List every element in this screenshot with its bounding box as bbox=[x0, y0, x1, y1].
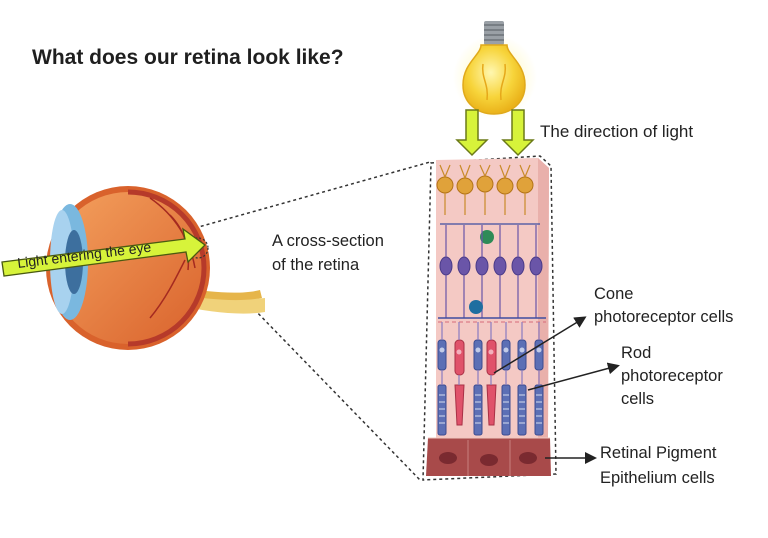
rpe-line-1: Retinal Pigment bbox=[600, 444, 717, 462]
rpe-label: Retinal Pigment Epithelium cells bbox=[600, 441, 765, 491]
cross-section-line-1: A cross-section bbox=[272, 232, 384, 250]
cone-line-2: photoreceptor cells bbox=[594, 308, 734, 326]
rod-line-1: Rod bbox=[621, 344, 652, 362]
light-direction-arrows bbox=[455, 109, 535, 157]
rpe-line-2: Epithelium cells bbox=[600, 469, 715, 487]
page-title: What does our retina look like? bbox=[32, 46, 344, 69]
retina-cross-section bbox=[422, 155, 557, 481]
photoreceptor-cells bbox=[437, 322, 544, 436]
light-bulb-icon bbox=[453, 21, 537, 119]
cross-section-line-2: of the retina bbox=[272, 256, 360, 274]
cone-label: Cone photoreceptor cells bbox=[594, 283, 768, 329]
eye-illustration bbox=[46, 186, 265, 350]
rod-label: Rod photoreceptor cells bbox=[621, 342, 768, 411]
zoom-lines bbox=[194, 161, 431, 481]
light-direction-label: The direction of light bbox=[540, 122, 694, 141]
label-pointers bbox=[493, 316, 620, 464]
rod-line-3: cells bbox=[621, 390, 655, 408]
cone-line-1: Cone bbox=[594, 285, 634, 303]
cross-section-label: A cross-section of the retina bbox=[272, 229, 422, 277]
rod-line-2: photoreceptor bbox=[621, 367, 723, 385]
